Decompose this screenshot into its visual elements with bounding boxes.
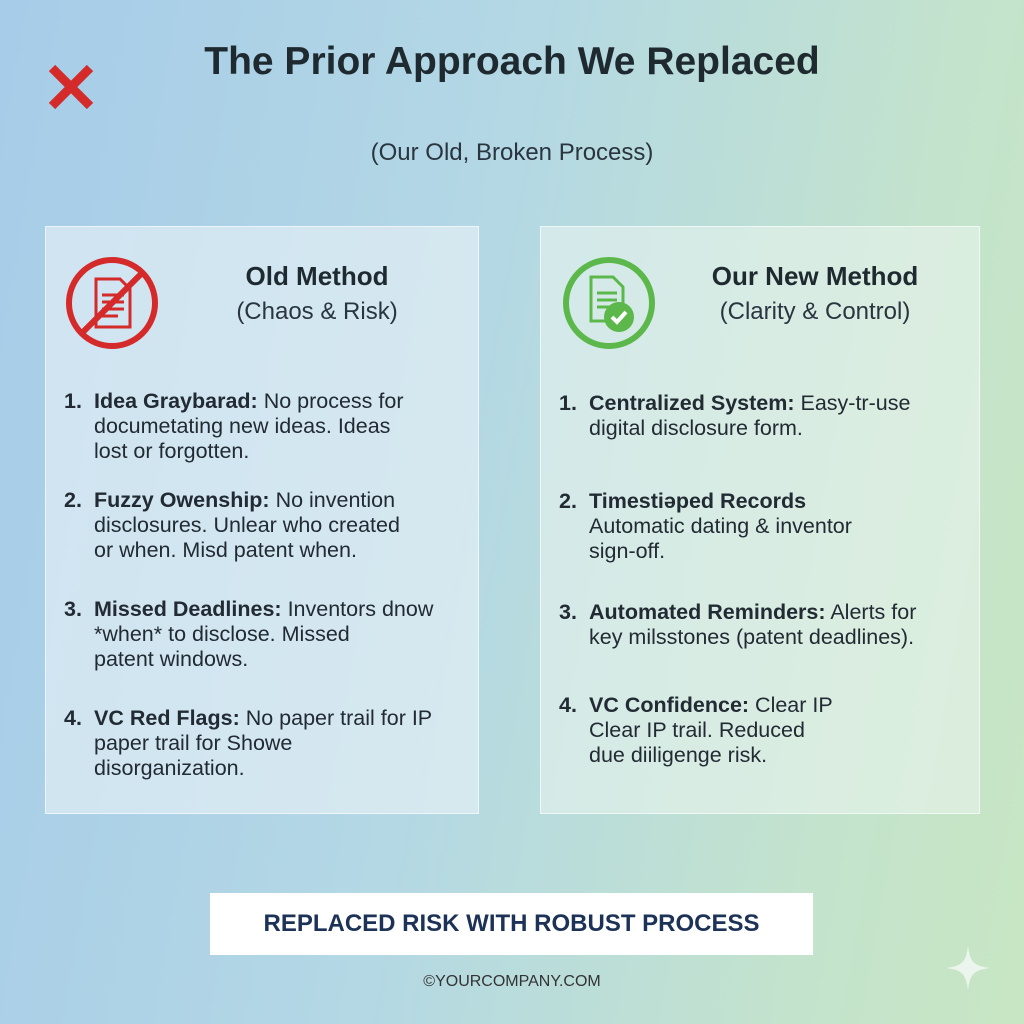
new-method-subheading: (Clarity & Control) bbox=[719, 298, 911, 325]
new-method-list: 1. Centralized System: Easy-tr-use digita… bbox=[559, 391, 965, 768]
red-x-icon bbox=[48, 64, 94, 110]
footer-copyright: ©YOURCOMPANY.COM bbox=[423, 973, 601, 990]
page-subtitle: (Our Old, Broken Process) bbox=[370, 139, 654, 166]
item-number: 1. bbox=[64, 389, 82, 413]
item-body: No paper trail for IP paper trail for Sh… bbox=[94, 706, 433, 780]
item-body: No invention disclosures. Unlear who cre… bbox=[94, 488, 400, 562]
item-title: Missed Deadlines: bbox=[94, 597, 282, 621]
item-title: Idea Graybarad: bbox=[94, 389, 258, 413]
document-check-icon bbox=[563, 257, 655, 349]
sparkle-icon bbox=[946, 946, 990, 990]
item-number: 4. bbox=[559, 693, 577, 717]
old-method-card: Old Method (Chaos & Risk) 1. Idea Graybar… bbox=[45, 226, 479, 814]
item-title: Automated Reminders: bbox=[589, 600, 826, 624]
item-body: No process for documetating new ideas. I… bbox=[94, 389, 404, 463]
list-item: 1. Centralized System: Easy-tr-use digita… bbox=[559, 391, 965, 441]
new-method-card: Our New Method (Clarity & Control) 1. Cen… bbox=[540, 226, 980, 814]
summary-banner: REPLACED RISK WITH ROBUST PROCESS bbox=[210, 893, 813, 955]
old-method-heading: Old Method bbox=[245, 261, 389, 291]
item-number: 3. bbox=[64, 597, 82, 621]
item-body: Alerts for key milsstones (patent deadli… bbox=[589, 600, 917, 649]
item-title: Timestiəped Records bbox=[589, 489, 807, 513]
list-item: 2. Timestiəped Records Automatic dating &… bbox=[559, 489, 965, 564]
item-title: Centralized System: bbox=[589, 391, 795, 415]
item-number: 1. bbox=[559, 391, 577, 415]
item-title: VC Red Flags: bbox=[94, 706, 240, 730]
list-item: 3. Automated Reminders: Alerts for key mi… bbox=[559, 600, 965, 650]
list-item: 4. VC Confidence: Clear IP Clear IP trail… bbox=[559, 693, 965, 768]
list-item: 1. Idea Graybarad: No process for documet… bbox=[64, 389, 464, 464]
old-method-subheading: (Chaos & Risk) bbox=[236, 298, 398, 325]
new-method-heading: Our New Method bbox=[711, 261, 919, 291]
item-body: Automatic dating & inventor sign-off. bbox=[589, 514, 852, 563]
list-item: 2. Fuzzy Owenship: No invention disclosur… bbox=[64, 488, 464, 563]
page-title: The Prior Approach We Replaced bbox=[204, 40, 820, 83]
old-method-list: 1. Idea Graybarad: No process for documet… bbox=[64, 389, 464, 781]
item-number: 2. bbox=[559, 489, 577, 513]
item-number: 4. bbox=[64, 706, 82, 730]
list-item: 3. Missed Deadlines: Inventors dnow *when… bbox=[64, 597, 464, 672]
item-body: Clear IP Clear IP trail. Reduced due dii… bbox=[589, 693, 833, 767]
item-title: VC Confidence: bbox=[589, 693, 750, 717]
item-number: 2. bbox=[64, 488, 82, 512]
crossed-document-icon bbox=[66, 257, 158, 349]
item-body: Inventors dnow *when* to disclose. Misse… bbox=[94, 597, 434, 671]
item-body: Easy-tr-use digital disclosure form. bbox=[589, 391, 911, 440]
item-number: 3. bbox=[559, 600, 577, 624]
item-title: Fuzzy Owenship: bbox=[94, 488, 270, 512]
list-item: 4. VC Red Flags: No paper trail for IP pa… bbox=[64, 706, 464, 781]
